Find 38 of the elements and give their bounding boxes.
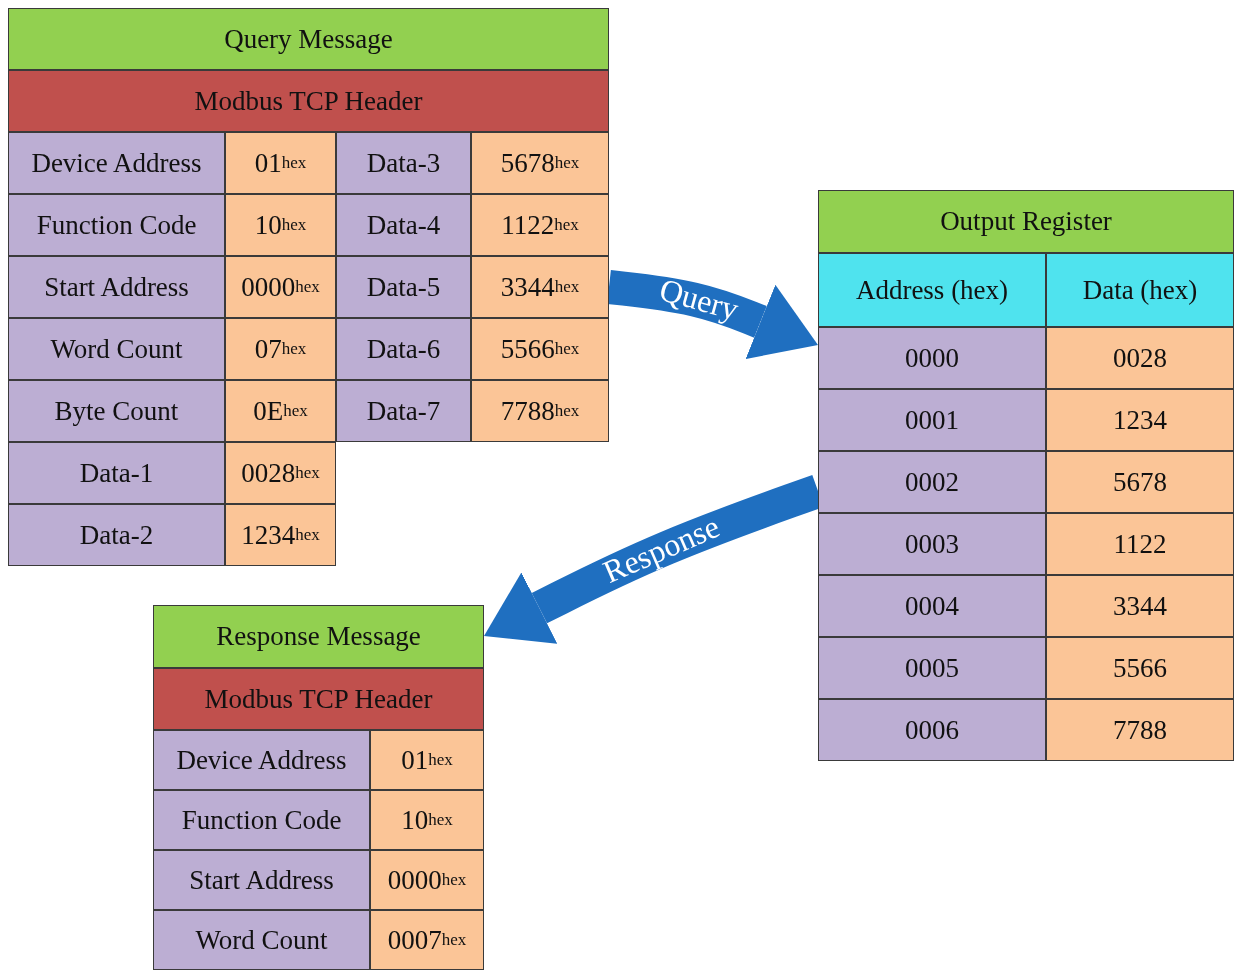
table-cell: Data-2 bbox=[8, 504, 225, 566]
table-cell: Function Code bbox=[8, 194, 225, 256]
table-cell: Data-6 bbox=[336, 318, 471, 380]
edge-label: Query bbox=[655, 270, 742, 328]
table-cell: 1122 bbox=[1046, 513, 1234, 575]
table-cell: Data-4 bbox=[336, 194, 471, 256]
table-cell: 5678 bbox=[1046, 451, 1234, 513]
table-title: Output Register bbox=[818, 190, 1234, 253]
table-cell: Device Address bbox=[8, 132, 225, 194]
table-cell: 0003 bbox=[818, 513, 1046, 575]
table-cell: Data-5 bbox=[336, 256, 471, 318]
table-cell: 0004 bbox=[818, 575, 1046, 637]
table-cell: 0028 bbox=[1046, 327, 1234, 389]
table-title: Query Message bbox=[8, 8, 609, 70]
table-cell: 7788 bbox=[1046, 699, 1234, 761]
header-row: Modbus TCP Header bbox=[153, 668, 484, 730]
table-cell: 0006 bbox=[818, 699, 1046, 761]
table-cell: 0002 bbox=[818, 451, 1046, 513]
table-cell: Data-7 bbox=[336, 380, 471, 442]
table-cell: Word Count bbox=[8, 318, 225, 380]
table-cell: 0001 bbox=[818, 389, 1046, 451]
column-header: Data (hex) bbox=[1046, 253, 1234, 327]
table-cell: Word Count bbox=[153, 910, 370, 970]
table-cell: 3344 bbox=[1046, 575, 1234, 637]
table-cell: 0005 bbox=[818, 637, 1046, 699]
table-cell: 0000 bbox=[818, 327, 1046, 389]
table-cell: 1234 bbox=[1046, 389, 1234, 451]
column-header: Address (hex) bbox=[818, 253, 1046, 327]
table-cell: 5566 bbox=[1046, 637, 1234, 699]
table-cell: Byte Count bbox=[8, 380, 225, 442]
table-cell: Start Address bbox=[153, 850, 370, 910]
table-cell: Data-3 bbox=[336, 132, 471, 194]
table-cell: Start Address bbox=[8, 256, 225, 318]
table-cell: Device Address bbox=[153, 730, 370, 790]
table-title: Response Message bbox=[153, 605, 484, 668]
table-cell: Data-1 bbox=[8, 442, 225, 504]
table-cell: Function Code bbox=[153, 790, 370, 850]
header-row: Modbus TCP Header bbox=[8, 70, 609, 132]
